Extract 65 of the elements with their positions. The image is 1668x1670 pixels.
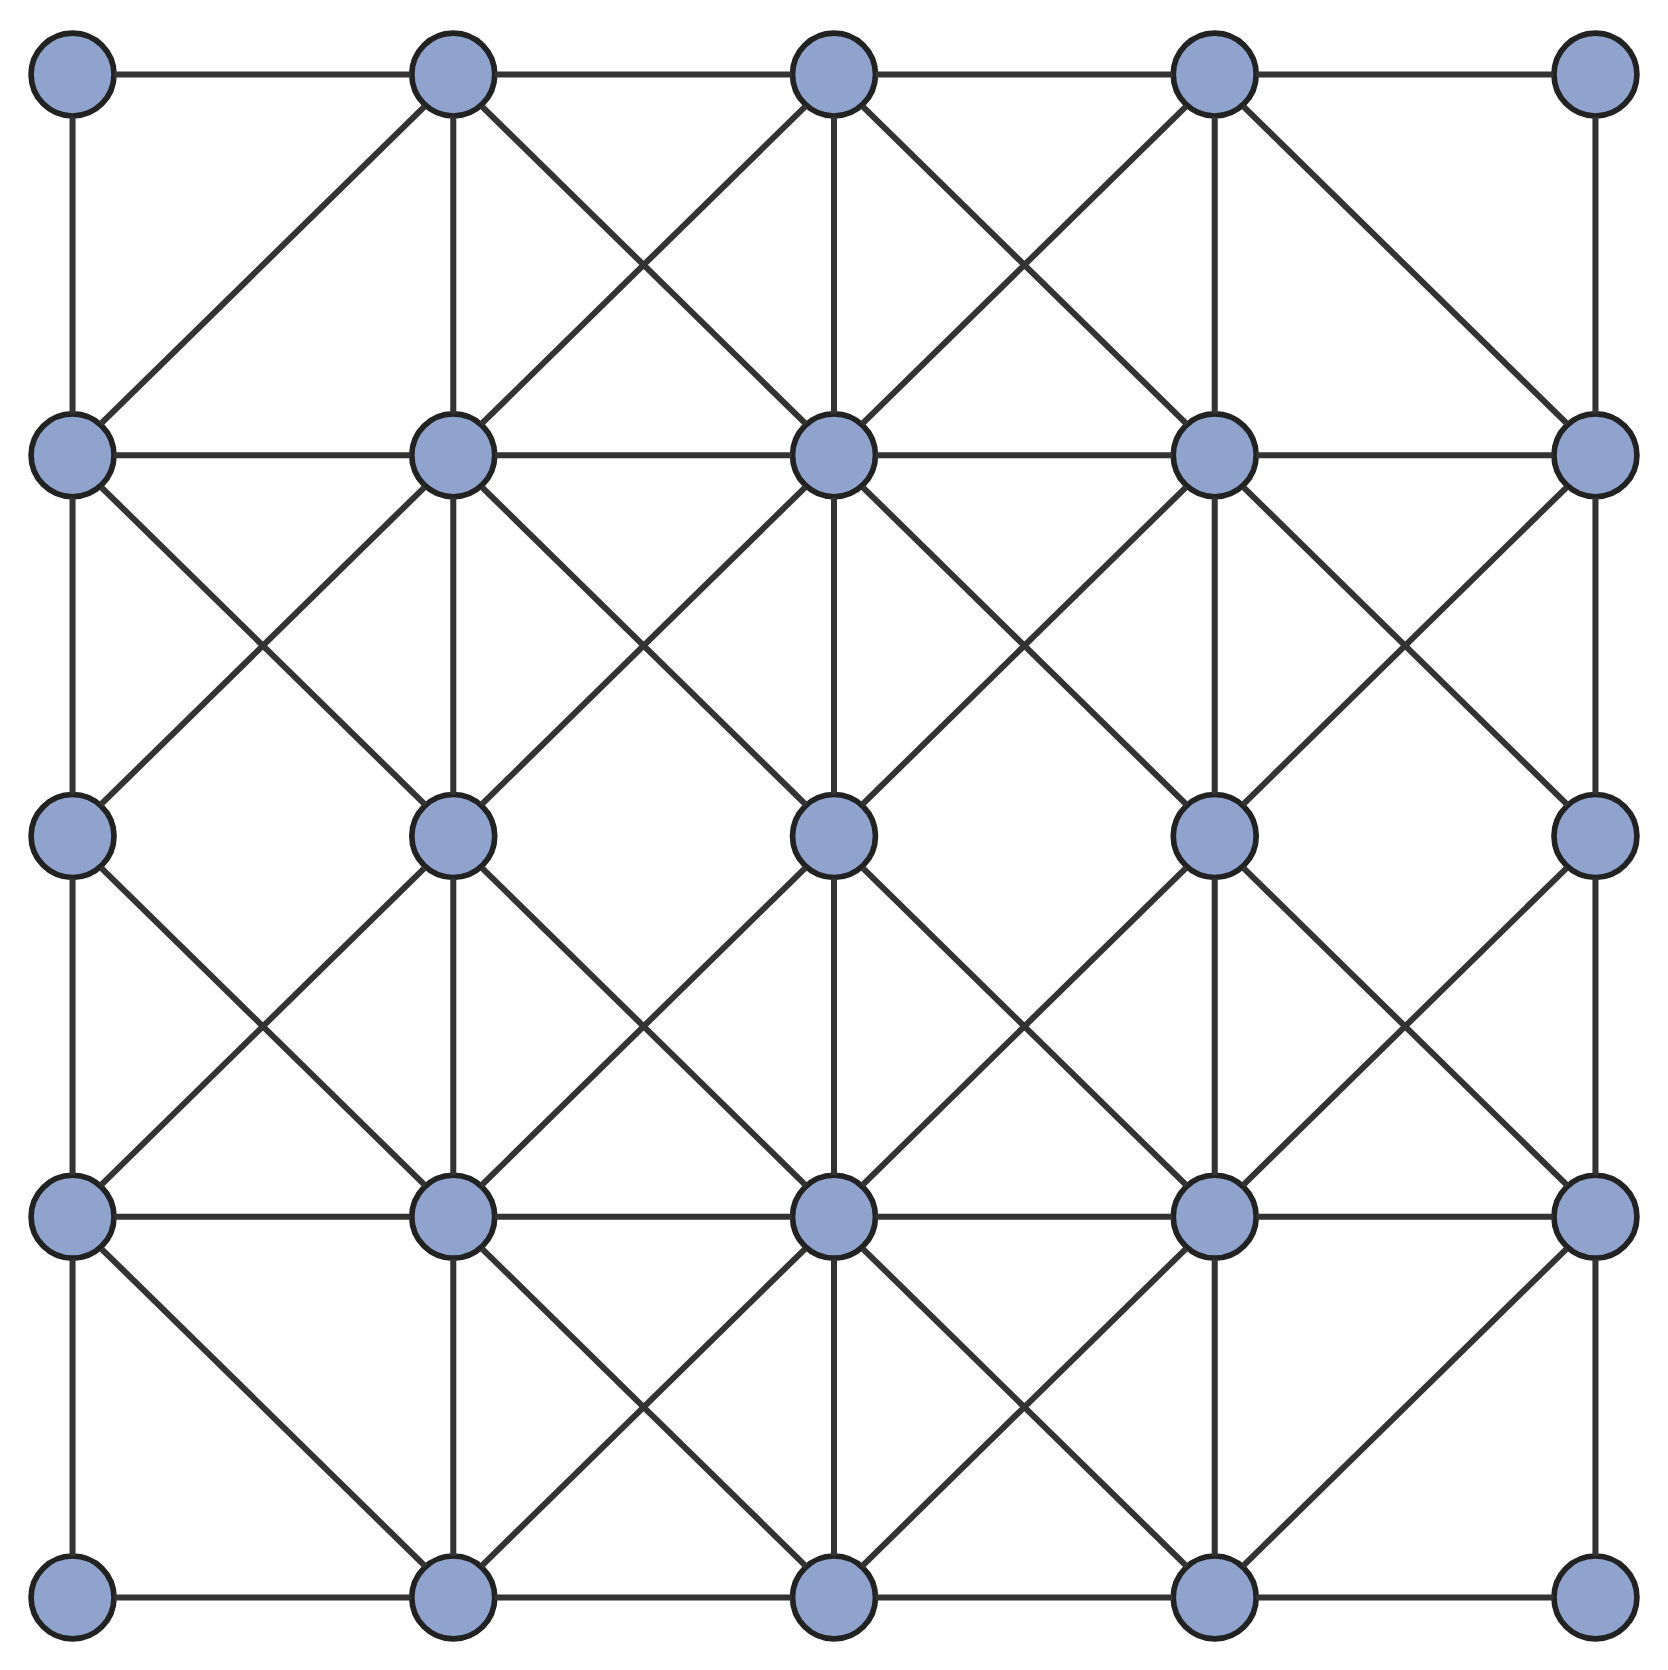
connector (1592, 1258, 1599, 1555)
node-circle (1551, 410, 1640, 499)
node-circle (1170, 1171, 1259, 1260)
connector (494, 1212, 792, 1219)
node-circle (1170, 1552, 1259, 1641)
node-circle (1170, 410, 1259, 499)
node-circle (409, 1171, 498, 1260)
connector (1256, 70, 1554, 77)
node-circle (28, 29, 117, 118)
node-circle (789, 1171, 879, 1260)
connector (831, 115, 837, 413)
node-circle (1170, 29, 1259, 118)
node-circle (789, 410, 879, 499)
connector (1211, 877, 1218, 1175)
node-circle (1551, 29, 1640, 118)
connector (875, 1593, 1173, 1600)
connector (98, 103, 427, 426)
connector (875, 451, 1173, 458)
connector (1211, 1258, 1218, 1555)
connector (450, 1258, 457, 1555)
connector (1256, 451, 1554, 458)
node-circle (28, 790, 117, 880)
node-circle (789, 29, 879, 118)
connector (99, 1245, 428, 1568)
connector (69, 1258, 76, 1555)
node-circle (789, 1552, 879, 1641)
connector (831, 496, 837, 794)
connector (831, 1258, 837, 1555)
node-circle (28, 1171, 117, 1260)
connector (1256, 1593, 1554, 1600)
node-circle (409, 790, 498, 880)
connector (114, 1593, 411, 1600)
node-circle (1551, 790, 1640, 880)
connector (114, 451, 411, 458)
node-circle (789, 790, 879, 880)
connector (1240, 1245, 1569, 1568)
connector (1211, 496, 1218, 794)
node-circle (28, 410, 117, 499)
connector (114, 70, 411, 77)
node-circle (28, 1552, 117, 1641)
connector (450, 115, 457, 413)
node-circle (409, 29, 498, 118)
connector (69, 496, 76, 794)
connector (875, 70, 1173, 77)
connector (69, 115, 76, 413)
connector (1256, 1212, 1554, 1219)
connector (450, 496, 457, 794)
connector (1241, 103, 1570, 426)
node-circle (409, 410, 498, 499)
connector (494, 70, 792, 77)
connector (69, 877, 76, 1175)
connector (1592, 877, 1599, 1175)
connector (450, 877, 457, 1175)
connector (1592, 115, 1599, 413)
node-circle (409, 1552, 498, 1641)
connector (1211, 115, 1218, 413)
connector (494, 1593, 792, 1600)
node-circle (1170, 790, 1259, 880)
connector (494, 451, 792, 458)
node-circle (1551, 1171, 1640, 1260)
connector (114, 1212, 411, 1219)
connector (875, 1212, 1173, 1219)
connector (1592, 496, 1599, 794)
node-circle (1551, 1552, 1640, 1641)
connector (831, 877, 837, 1175)
